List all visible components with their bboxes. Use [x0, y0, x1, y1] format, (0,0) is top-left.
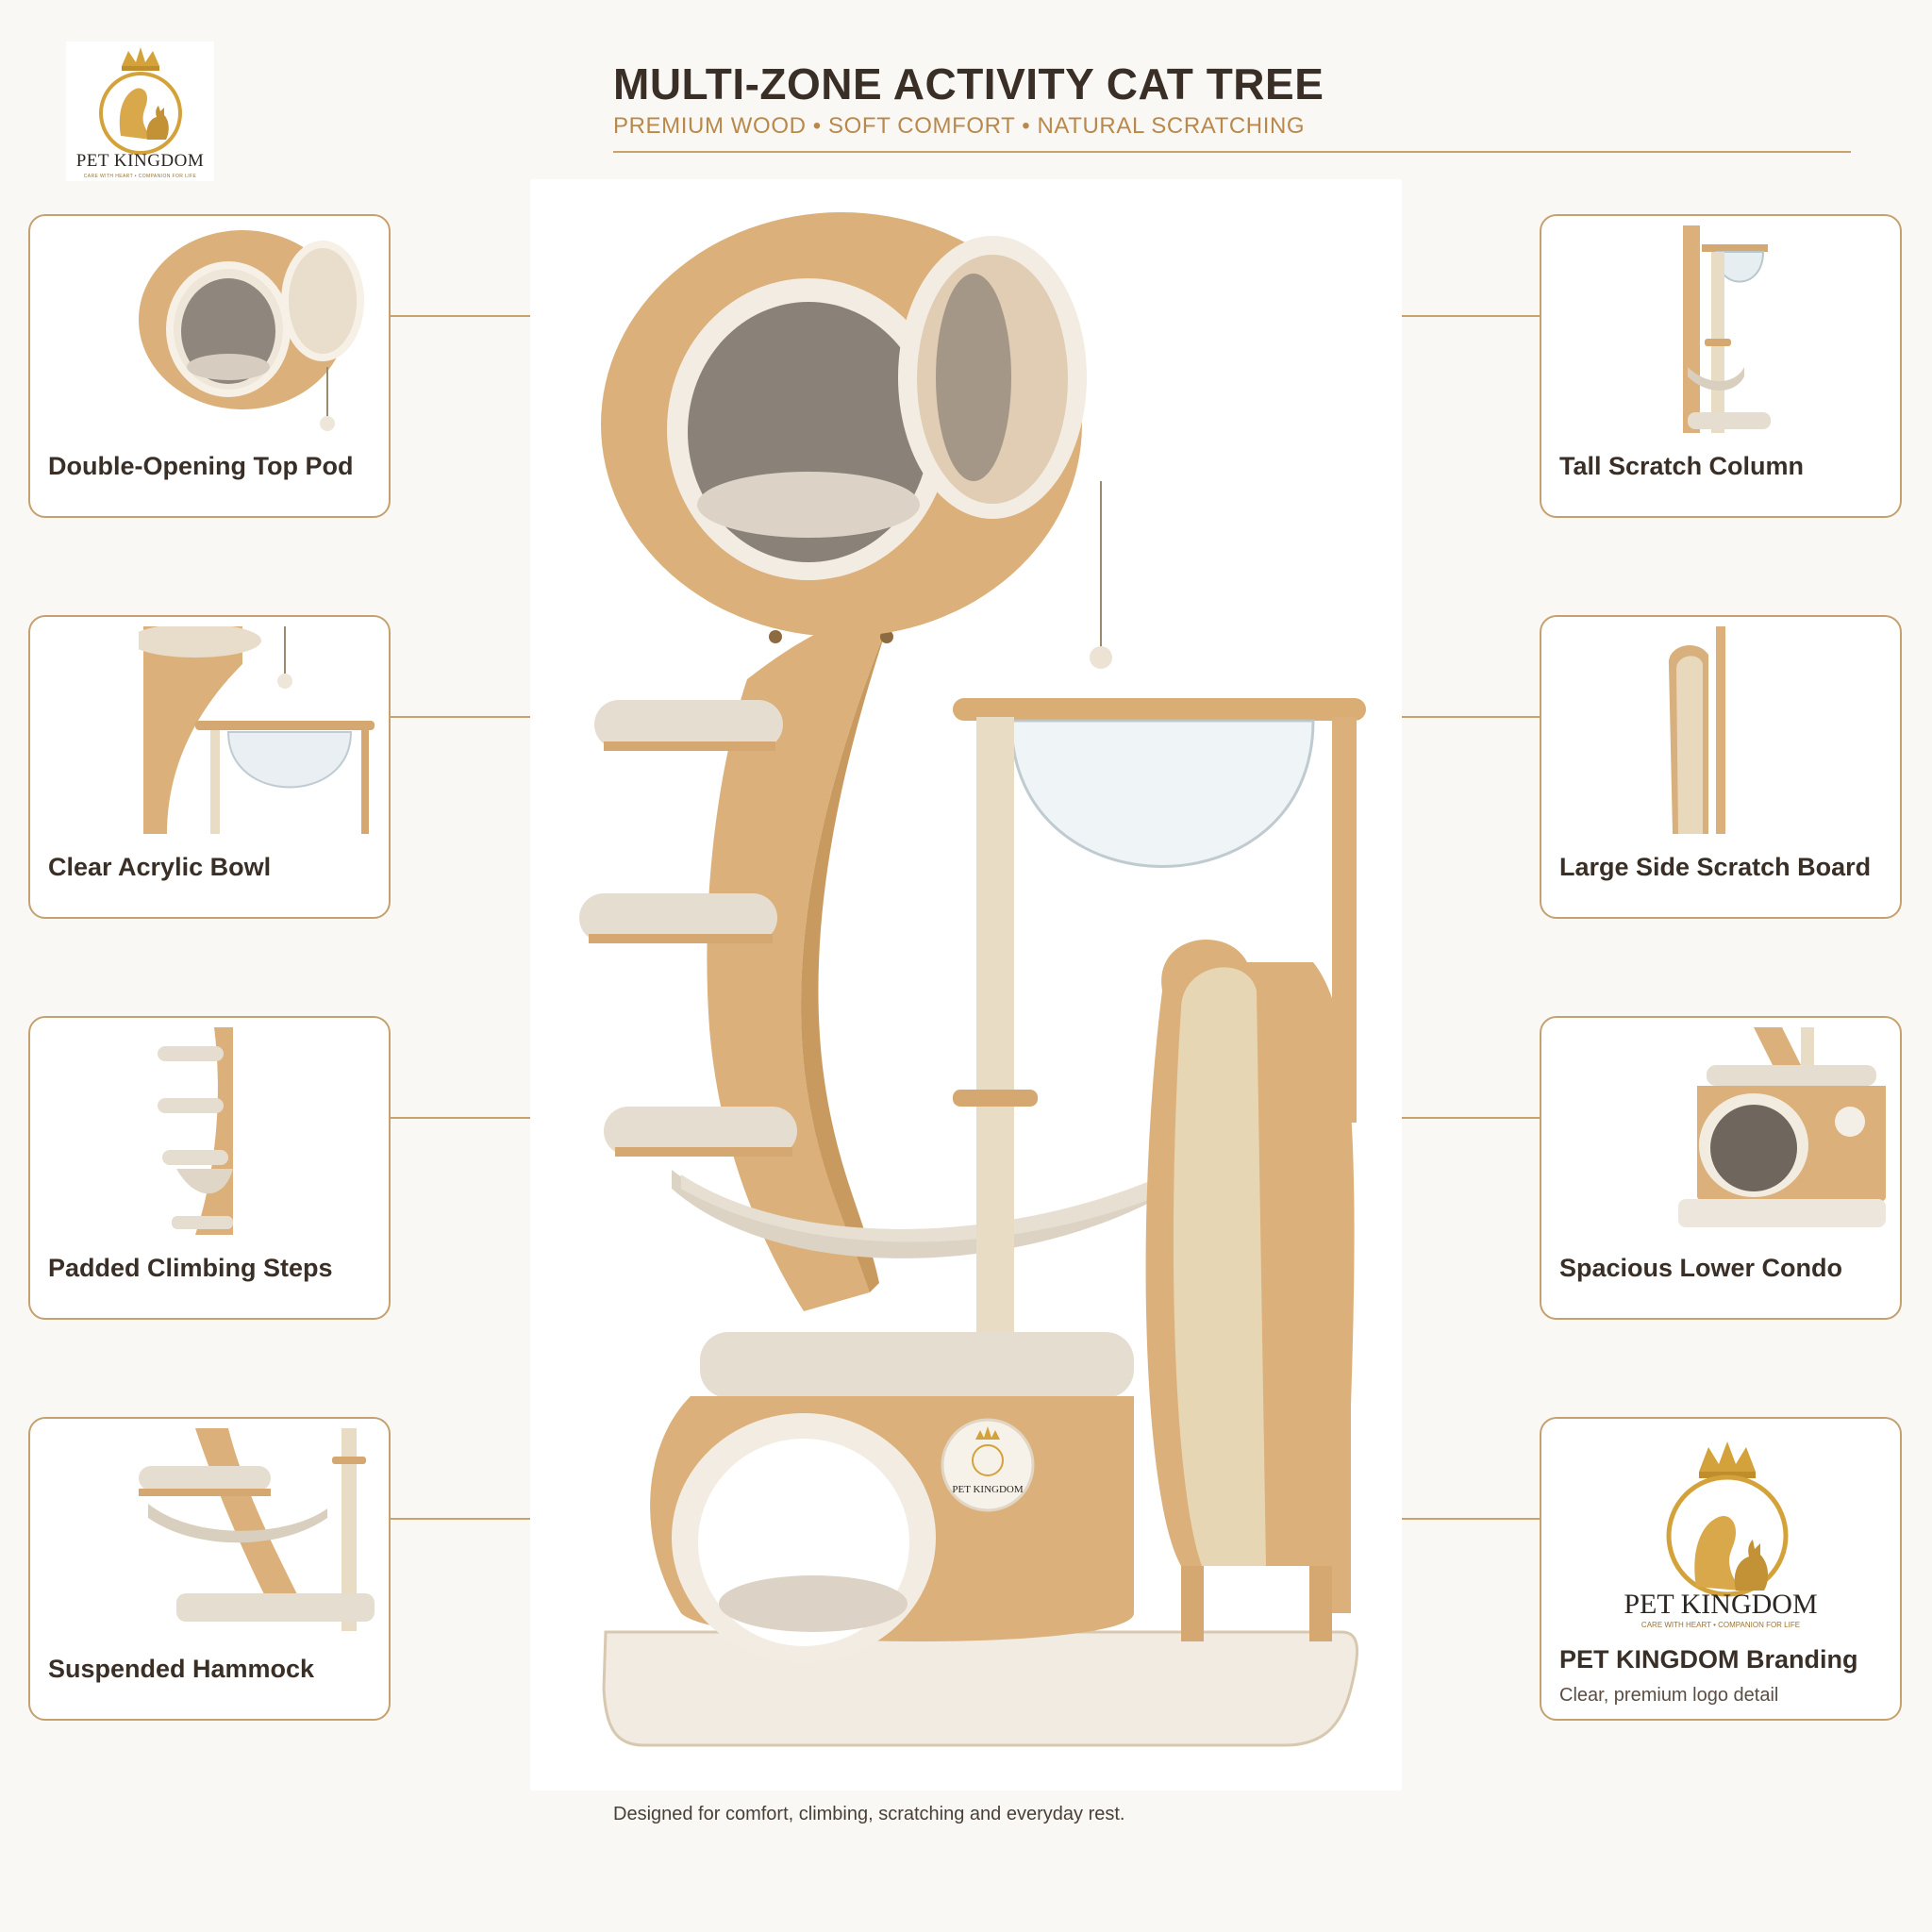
- branding-logo-tagline: CARE WITH HEART • COMPANION FOR LIFE: [1641, 1621, 1801, 1629]
- feature-card-side-scratch-board: Large Side Scratch Board: [1540, 615, 1902, 919]
- feature-card-lower-condo: Spacious Lower Condo: [1540, 1016, 1902, 1320]
- cat-tree-illustration: PET KINGDOM: [579, 212, 1366, 1747]
- climbing-steps-thumbnail: [158, 1027, 233, 1235]
- feature-card-hammock: Suspended Hammock: [28, 1417, 391, 1721]
- badge-text: PET KINGDOM: [952, 1484, 1023, 1495]
- connector-line: [1402, 1518, 1540, 1520]
- lower-condo-thumbnail: [1678, 1027, 1886, 1227]
- feature-card-top-pod: Double-Opening Top Pod: [28, 214, 391, 518]
- feature-label: Padded Climbing Steps: [48, 1254, 333, 1282]
- connector-line: [1402, 315, 1540, 317]
- feature-label: Spacious Lower Condo: [1559, 1254, 1843, 1282]
- product-image: PET KINGDOM: [530, 179, 1402, 1790]
- brand-badge-icon: [941, 1418, 1035, 1512]
- footer-caption: Designed for comfort, climbing, scratchi…: [613, 1804, 1125, 1824]
- connector-line: [1402, 716, 1540, 718]
- brand-logo: PET KINGDOM CARE WITH HEART • COMPANION …: [66, 42, 214, 181]
- connector-line: [391, 315, 530, 317]
- feature-label: Suspended Hammock: [48, 1655, 315, 1683]
- top-pod-thumbnail: [139, 230, 364, 431]
- crown-dog-cat-logo-icon: [1666, 1441, 1789, 1597]
- feature-label: Double-Opening Top Pod: [48, 452, 354, 480]
- connector-line: [391, 1518, 530, 1520]
- scratch-column-thumbnail: [1683, 225, 1771, 433]
- side-scratch-board-thumbnail: [1668, 626, 1725, 834]
- connector-line: [391, 716, 530, 718]
- feature-label: Large Side Scratch Board: [1559, 853, 1872, 881]
- page-title: MULTI-ZONE ACTIVITY CAT TREE: [613, 59, 1324, 108]
- page-subtitle: PREMIUM WOOD • SOFT COMFORT • NATURAL SC…: [613, 113, 1306, 139]
- hammock-thumbnail: [139, 1428, 375, 1631]
- branding-card-title: PET KINGDOM Branding: [1559, 1645, 1858, 1674]
- connector-line: [391, 1117, 530, 1119]
- acrylic-bowl-thumbnail: [139, 626, 375, 834]
- feature-card-acrylic-bowl: Clear Acrylic Bowl: [28, 615, 391, 919]
- header-divider: [613, 151, 1851, 153]
- connector-line: [1402, 1117, 1540, 1119]
- feature-label: Clear Acrylic Bowl: [48, 853, 272, 881]
- branding-logo-name: PET KINGDOM: [1624, 1589, 1818, 1620]
- feature-card-branding: PET KINGDOM CARE WITH HEART • COMPANION …: [1540, 1417, 1902, 1721]
- logo-tagline: CARE WITH HEART • COMPANION FOR LIFE: [83, 174, 197, 179]
- feature-card-scratch-column: Tall Scratch Column: [1540, 214, 1902, 518]
- feature-card-climbing-steps: Padded Climbing Steps: [28, 1016, 391, 1320]
- logo-brand-name: PET KINGDOM: [75, 151, 205, 171]
- feature-label: Tall Scratch Column: [1559, 452, 1805, 480]
- branding-card-subtitle: Clear, premium logo detail: [1559, 1685, 1779, 1706]
- crown-dog-cat-logo-icon: [98, 47, 182, 155]
